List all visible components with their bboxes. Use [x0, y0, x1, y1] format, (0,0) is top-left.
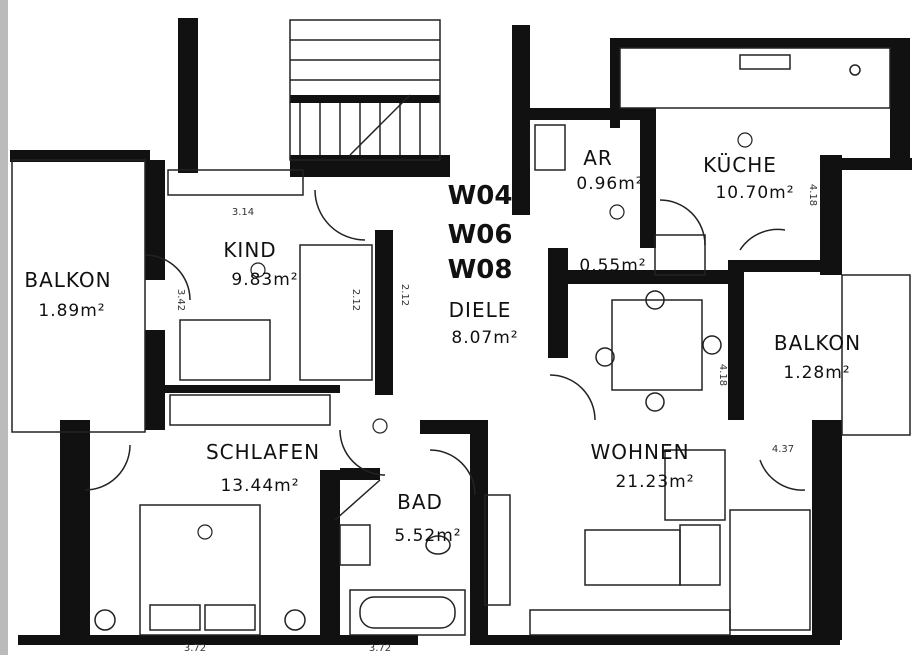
dimension-label: 3.72: [368, 643, 392, 654]
dimension-label: 3.72: [183, 643, 207, 654]
room-name-diele: DIELE: [448, 298, 512, 322]
room-area-wohnen: 21.23m²: [615, 472, 695, 492]
room-name-balkon-left: BALKON: [24, 268, 112, 292]
room-name-balkon-right: BALKON: [773, 331, 862, 355]
dimension-label: 3.14: [231, 207, 255, 218]
dimension-label: 4.18: [807, 183, 818, 207]
room-area-diele: 8.07m²: [451, 328, 519, 348]
dimension-label: 3.42: [175, 288, 186, 312]
ceiling-lights: [197, 132, 753, 540]
dimension-label: 2.12: [350, 288, 361, 312]
room-name-kind: KIND: [223, 238, 277, 262]
room-area-schlafen: 13.44m²: [220, 476, 300, 496]
room-area-balkon-right: 1.28m²: [783, 363, 851, 383]
room-name-wohnen: WOHNEN: [590, 440, 690, 464]
room-area-kueche: 10.70m²: [715, 183, 795, 203]
dimension-label: 2.12: [399, 283, 410, 307]
room-name-ar: AR: [583, 146, 613, 170]
unit-code-3: W08: [447, 255, 513, 285]
dimension-label: 4.18: [717, 363, 728, 387]
extra-area: 0.55m²: [579, 256, 647, 276]
room-name-kueche: KÜCHE: [703, 153, 777, 177]
room-area-kind: 9.83m²: [231, 270, 299, 290]
walls: [10, 18, 912, 645]
room-area-bad: 5.52m²: [394, 526, 462, 546]
room-area-balkon-left: 1.89m²: [38, 301, 106, 321]
room-area-ar: 0.96m²: [576, 174, 644, 194]
dimension-label: 4.37: [771, 444, 795, 455]
scan-edge: [0, 0, 8, 655]
thin-lines: [11, 19, 911, 636]
unit-code-2: W06: [447, 220, 513, 250]
unit-code-1: W04: [447, 181, 513, 211]
room-name-bad: BAD: [397, 490, 443, 514]
room-name-schlafen: SCHLAFEN: [205, 440, 321, 464]
door-swings: [84, 189, 806, 521]
